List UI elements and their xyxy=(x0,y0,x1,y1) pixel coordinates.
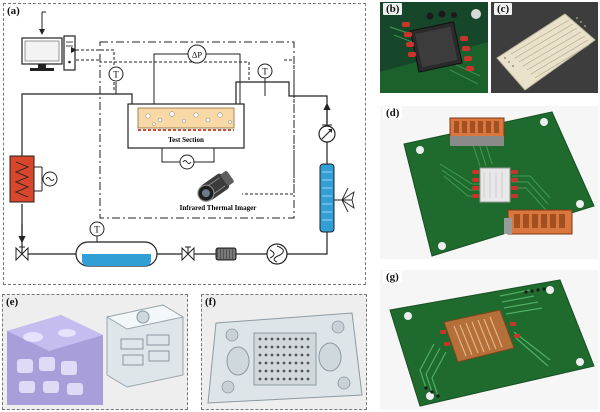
top-terminal-block xyxy=(449,117,505,146)
pcb-with-copper-heater-illustration xyxy=(380,270,598,410)
panel-b-label: (b) xyxy=(383,3,403,15)
valve-right-icon xyxy=(181,246,195,262)
acrylic-manifold-illustration xyxy=(202,295,366,409)
panel-d-label: (d) xyxy=(383,107,403,119)
acrylic-block-illustration xyxy=(3,295,187,409)
pcb-with-connectors-illustration xyxy=(380,106,598,259)
flowmeter-icon xyxy=(318,124,336,143)
infrared-camera-icon: Infrared Thermal Imager xyxy=(180,171,257,212)
power-supply-icon xyxy=(161,148,215,170)
panel-g-photo: (g) xyxy=(380,270,598,410)
svg-text:T: T xyxy=(262,67,268,77)
filter-icon xyxy=(215,247,237,261)
infrared-imager-label: Infrared Thermal Imager xyxy=(180,204,257,212)
pump-icon xyxy=(266,243,288,265)
panel-b-photo: (b) xyxy=(380,2,488,93)
panel-c-photo: (c) xyxy=(491,2,598,93)
panel-g-label: (g) xyxy=(383,271,402,283)
bottom-terminal-block xyxy=(504,209,573,235)
thermocouple-tank-icon: T xyxy=(89,221,105,244)
panel-f-photo: (f) xyxy=(201,294,367,410)
differential-pressure-gauge: ΔP xyxy=(153,44,241,104)
preheater-icon xyxy=(9,155,58,203)
test-section: Test Section xyxy=(127,103,245,149)
panel-a-label: (a) xyxy=(7,5,20,17)
panel-c-label: (c) xyxy=(494,3,513,15)
svg-text:T: T xyxy=(113,70,119,80)
computer-icon xyxy=(21,35,76,71)
thermocouple-inlet-icon: T xyxy=(108,66,124,94)
ceramic-plate-illustration xyxy=(491,2,598,93)
cooler-icon xyxy=(319,163,355,233)
water-tank-icon xyxy=(75,241,158,267)
panel-a-schematic: (a) xyxy=(3,3,366,285)
schematic-svg: T T T ΔP Test xyxy=(9,11,355,267)
panel-e-label: (e) xyxy=(6,296,19,308)
svg-text:ΔP: ΔP xyxy=(192,50,202,60)
panel-d-photo: (d) xyxy=(380,106,598,259)
panel-f-label: (f) xyxy=(205,296,216,308)
valve-left-icon xyxy=(15,246,29,262)
test-rig-boundary xyxy=(99,41,295,219)
thermocouple-outlet-icon: T xyxy=(257,63,273,96)
panel-e-photo: (e) xyxy=(2,294,188,410)
test-section-label: Test Section xyxy=(168,136,204,144)
chip-on-pcb-illustration xyxy=(380,2,488,93)
svg-text:T: T xyxy=(94,225,100,235)
